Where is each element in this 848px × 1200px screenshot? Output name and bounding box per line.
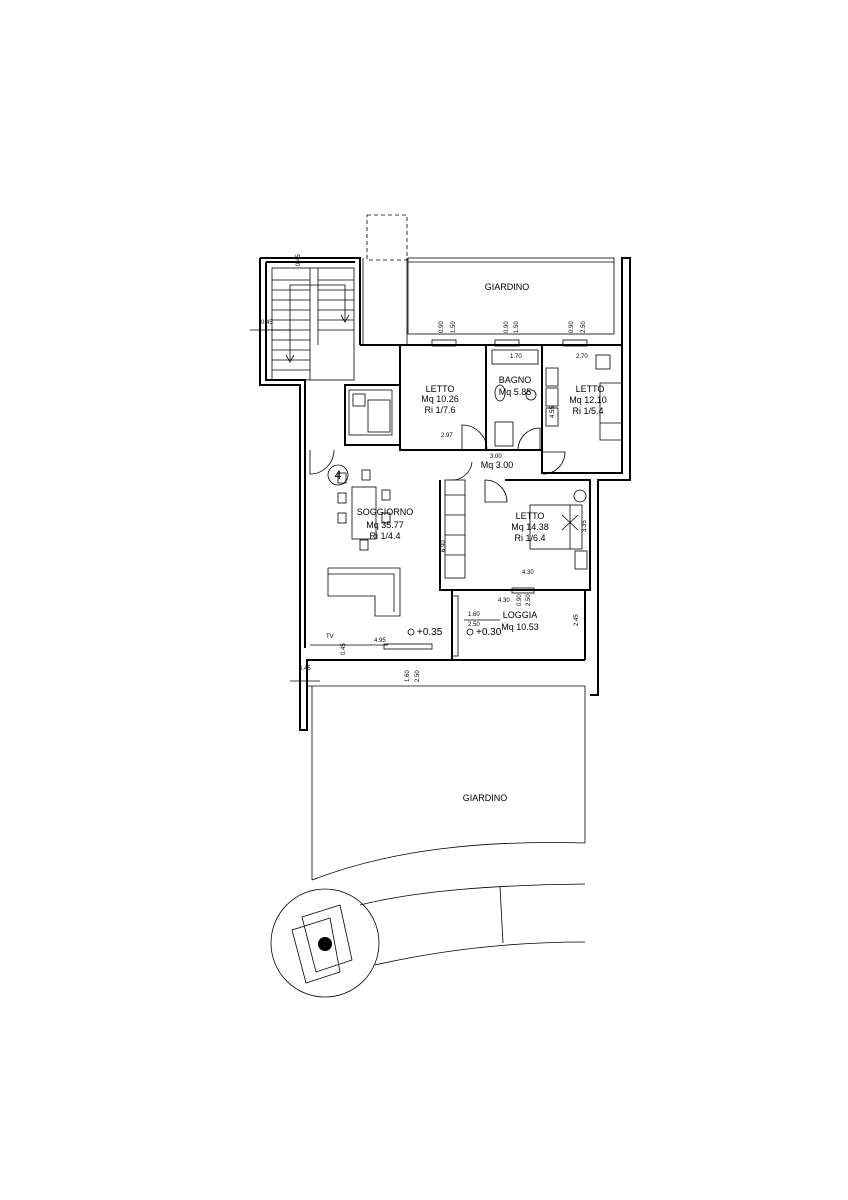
letto2-ratio: Ri 1/5.4 [572, 406, 603, 416]
loggia-level: +0.30 [476, 627, 502, 638]
bottom-b-dim: 2.50 [415, 670, 421, 682]
letto2-area: Mq 12.10 [569, 395, 607, 405]
tv-label: TV [326, 634, 334, 640]
win1-b-dim: 1.50 [451, 321, 457, 333]
dis-area: Mq 3.00 [481, 460, 514, 470]
loggia-height-dim: 2.45 [574, 614, 580, 626]
loggia-win-a-dim: 0.90 [517, 594, 523, 606]
bottom-a-dim: 1.60 [405, 670, 411, 682]
letto1-width-dim: 2.97 [441, 433, 453, 439]
room-bagno: 1.70 BAGNO Mq 5.85 [491, 349, 541, 451]
loggia-win-c-dim: 1.60 [468, 612, 480, 618]
bottom-left-dim: 0.45 [299, 666, 311, 672]
loggia-win-d-dim: 2.50 [468, 622, 480, 628]
sogg-height-dim: 6.90 [441, 540, 447, 552]
room-letto-2: 2.70 LETTO Mq 12.10 Ri 1/5.4 4.55 [542, 354, 621, 475]
loggia-name: LOGGIA [503, 610, 538, 620]
win3-a-dim: 0.90 [569, 321, 575, 333]
dis-width-dim: 3.00 [490, 454, 502, 460]
letto1-ratio: Ri 1/7.6 [424, 405, 455, 415]
win2-a-dim: 0.90 [504, 321, 510, 333]
letto3-width-dim: 4.30 [522, 570, 534, 576]
room-letto-3: LETTO Mq 14.38 Ri 1/6.4 3.35 4.30 [511, 489, 588, 576]
soggiorno-area: Mq 35.77 [366, 520, 404, 530]
win2-b-dim: 1.50 [514, 321, 520, 333]
road-turnaround [270, 883, 586, 998]
windows-top [431, 339, 588, 347]
letto3-name: LETTO [516, 511, 545, 521]
bottom-garden-label: GIARDINO [463, 793, 508, 803]
soggiorno-level: +0.35 [417, 627, 443, 638]
bottom-garden: GIARDINO [311, 686, 586, 881]
room-loggia: 4.30 0.90 2.50 1.60 2.50 LOGGIA Mq 10.53… [451, 587, 580, 657]
staircase: 0.45 0.45 [250, 254, 355, 381]
loggia-area: Mq 10.53 [501, 622, 539, 632]
bagno-name: BAGNO [499, 375, 532, 385]
bagno-area: Mq 5.85 [499, 387, 532, 397]
win1-a-dim: 0.90 [439, 321, 445, 333]
bagno-width-dim: 1.70 [510, 354, 522, 360]
soggiorno-name: SOGGIORNO [357, 507, 414, 517]
top-garden-label: GIARDINO [485, 282, 530, 292]
letto3-area: Mq 14.38 [511, 522, 549, 532]
road-marker-dot [318, 937, 332, 951]
win3-b-dim: 2.50 [581, 321, 587, 333]
stair-left-dim: 0.45 [261, 320, 273, 326]
stair-top-dim: 0.45 [296, 254, 302, 266]
letto3-ratio: Ri 1/6.4 [514, 533, 545, 543]
letto1-area: Mq 10.26 [421, 394, 459, 404]
sogg-width-dim: 4.95 [374, 638, 386, 644]
tv-dim: 0.45 [341, 643, 347, 655]
letto1-name: LETTO [426, 384, 455, 394]
shaft-outline [366, 214, 408, 261]
loggia-win-b-dim: 2.50 [526, 594, 532, 606]
letto3-height-dim: 3.35 [582, 520, 588, 532]
room-letto-1: LETTO Mq 10.26 Ri 1/7.6 2.97 [421, 384, 488, 451]
loggia-width-dim: 4.30 [498, 598, 510, 604]
room-soggiorno: 4 SOGGIORNO Mq 35.77 Ri 1/4.4 6.90 [309, 389, 466, 655]
letto2-name: LETTO [576, 384, 605, 394]
top-garden: GIARDINO [407, 257, 615, 335]
letto2-width-dim: 2.70 [576, 354, 588, 360]
letto2-height-dim: 4.55 [550, 406, 556, 418]
soggiorno-ratio: Ri 1/4.4 [369, 531, 400, 541]
